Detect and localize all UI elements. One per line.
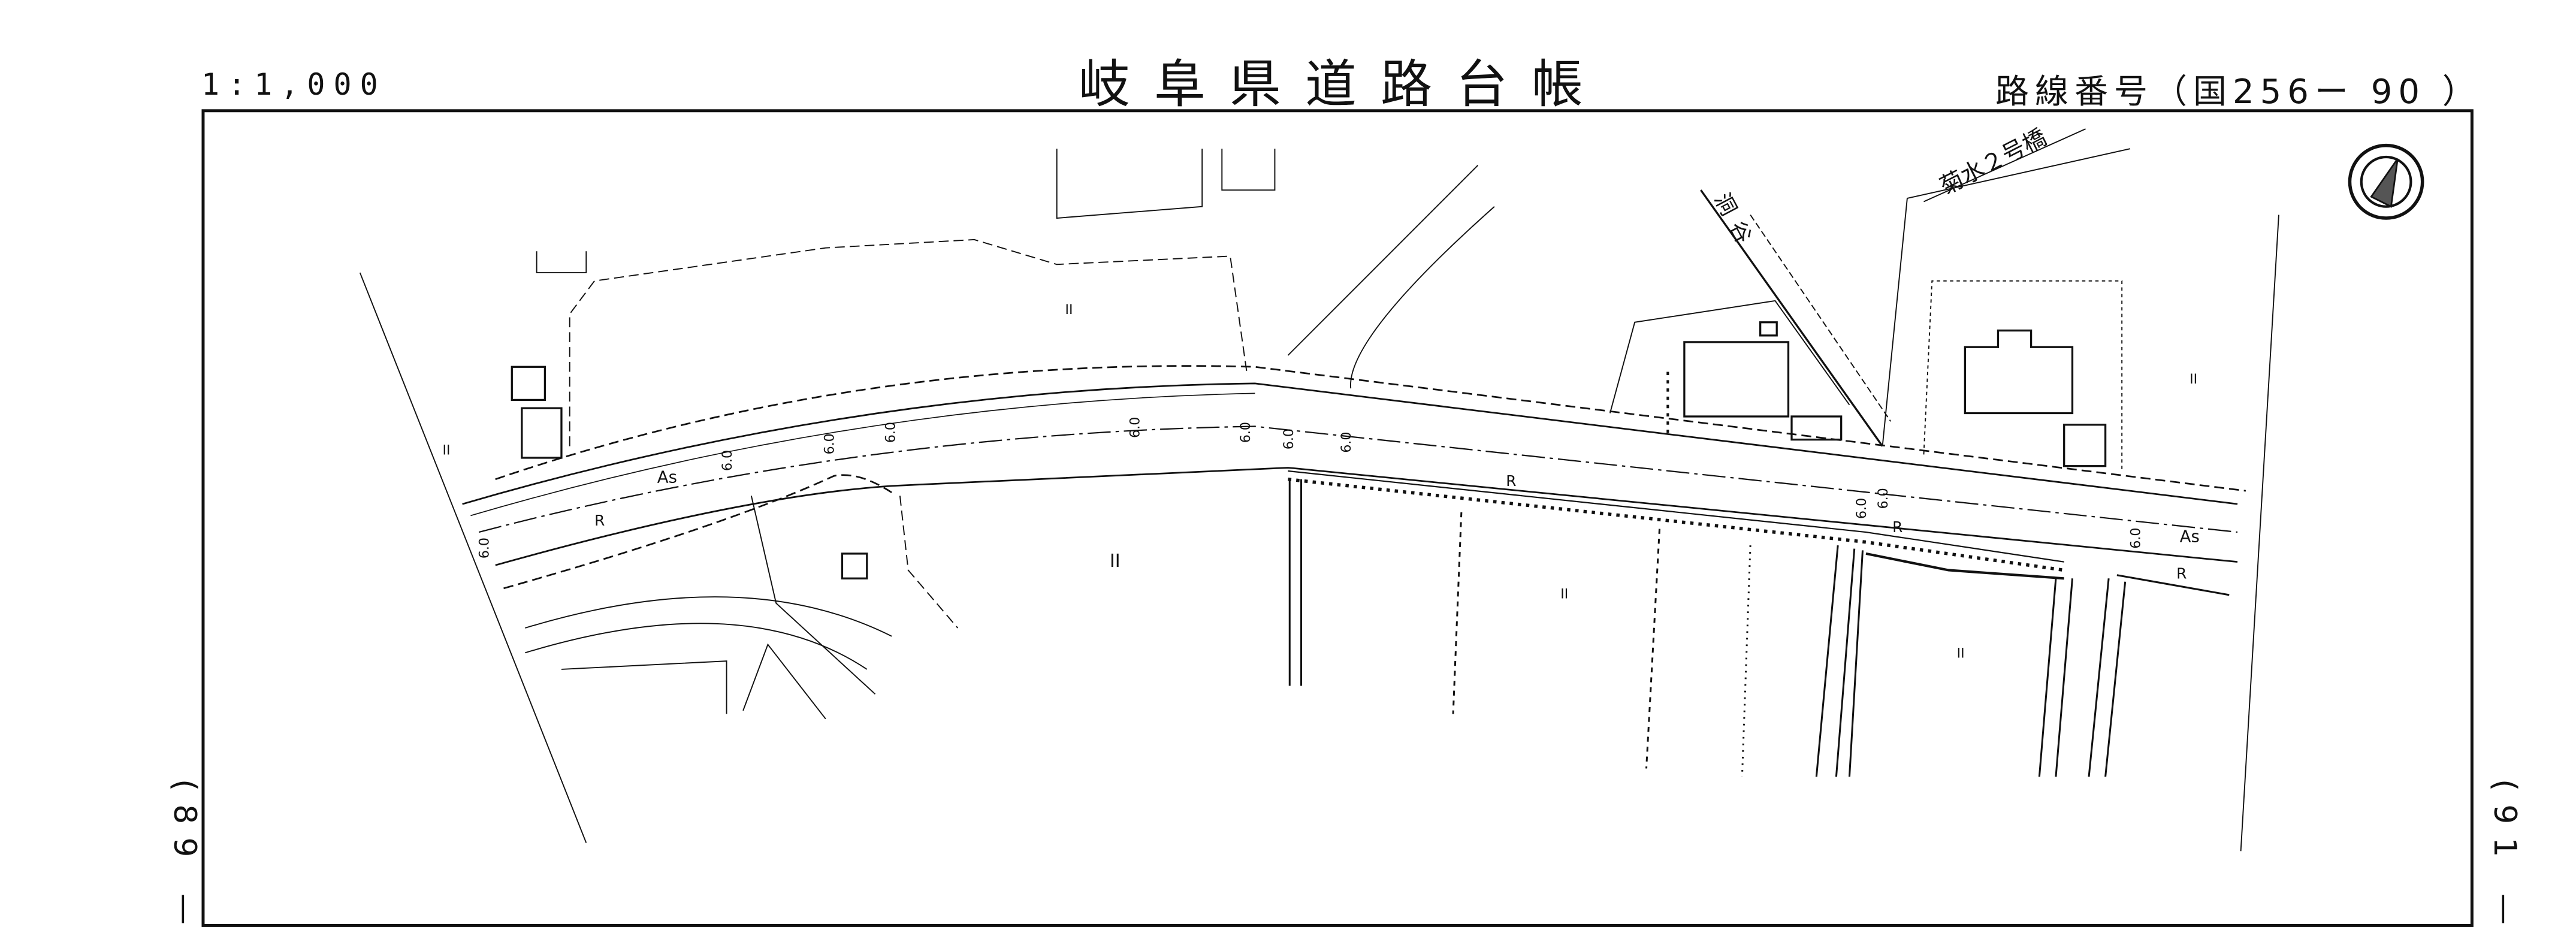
land-use-mark: II	[1110, 551, 1121, 572]
road-width-label: 6.0	[1876, 488, 1891, 509]
road-width-label: 6.0	[2128, 528, 2143, 549]
land-use-mark: II	[2190, 372, 2197, 387]
road-width-label: 6.0	[884, 422, 899, 443]
road-width-label: 6.0	[720, 450, 735, 471]
surface-label: R	[594, 512, 605, 529]
bridge-leader-line	[1923, 128, 2086, 203]
surface-label: R	[1892, 518, 1902, 536]
road-width-label: 6.0	[1339, 432, 1354, 453]
road-width-label: 6.0	[1282, 428, 1297, 449]
surface-label: R	[1506, 472, 1516, 490]
surface-label: As	[657, 467, 677, 487]
main-road	[462, 365, 2246, 590]
map-scale: 1:1,000	[201, 67, 386, 102]
land-use-mark: II	[443, 443, 451, 458]
route-number: 路線番号（国256ー 90 ）	[1995, 73, 2482, 111]
land-use-mark: II	[1957, 647, 1965, 662]
bridge-name-label: 菊水２号橋	[1935, 124, 2050, 201]
road-width-label: 6.0	[1128, 417, 1143, 438]
river-name-label: 洞谷	[1710, 189, 1760, 256]
road-width-label: 6.0	[1239, 422, 1254, 443]
page-title: 岐阜県道路台帳	[1079, 55, 1607, 114]
surface-label: R	[2176, 564, 2187, 582]
road-width-label: 6.0	[1855, 498, 1870, 519]
road-width-label: 6.0	[478, 538, 493, 558]
buildings	[511, 321, 2107, 579]
north-arrow-icon	[2348, 143, 2424, 220]
boundaries	[359, 148, 2279, 852]
surface-label: As	[2180, 527, 2200, 547]
map-frame	[201, 109, 2474, 927]
land-use-mark: II	[1065, 303, 1073, 318]
land-use-mark: II	[1560, 587, 1568, 602]
road-width-label: 6.0	[823, 433, 838, 454]
ditches	[1288, 479, 2230, 777]
